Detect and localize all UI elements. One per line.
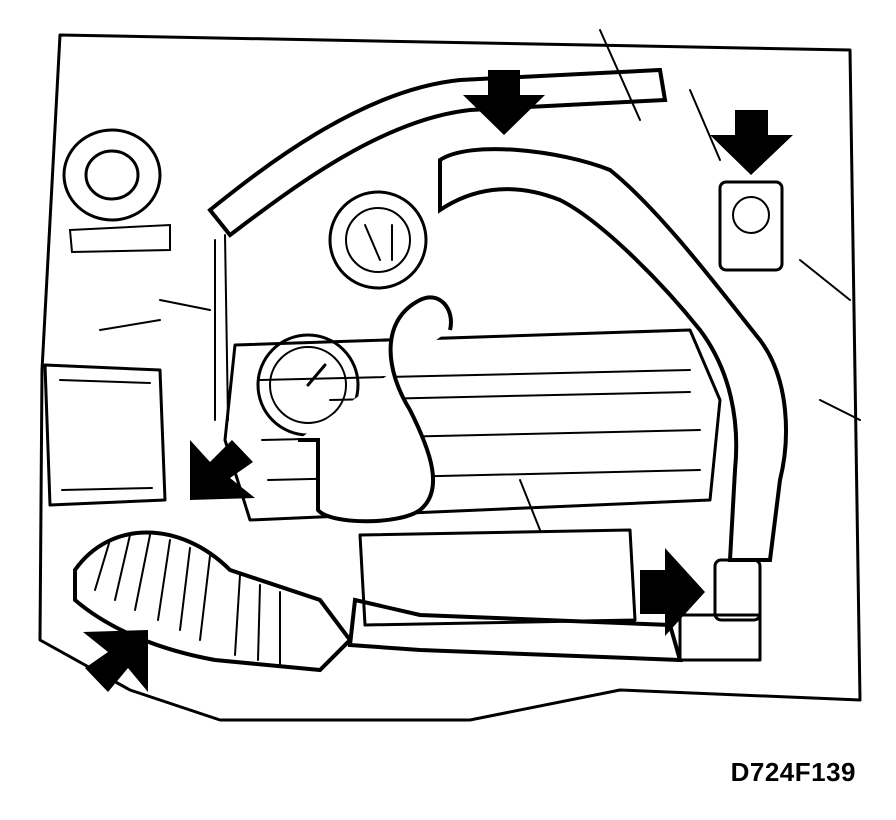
valve-cover xyxy=(223,328,722,522)
lower-right-connector xyxy=(678,558,762,662)
sensor-box xyxy=(718,180,784,272)
arrow-bottom-left xyxy=(83,630,148,692)
pressure-gauge xyxy=(256,295,453,524)
engine-bay-outline xyxy=(38,33,862,722)
coolant-reservoir xyxy=(62,128,171,254)
arrow-top-center xyxy=(463,70,545,135)
lower-plate xyxy=(358,528,637,627)
lower-pipe xyxy=(347,597,683,663)
arrow-bottom-right xyxy=(640,548,705,636)
vacuum-unit xyxy=(328,190,428,290)
arrow-top-right xyxy=(710,110,793,175)
intake-hose-right xyxy=(438,147,788,562)
arrow-left-middle xyxy=(190,440,255,500)
air-filter-housing xyxy=(43,363,167,507)
upper-pipe xyxy=(207,67,668,238)
figure-code-label: D724F139 xyxy=(730,757,856,787)
